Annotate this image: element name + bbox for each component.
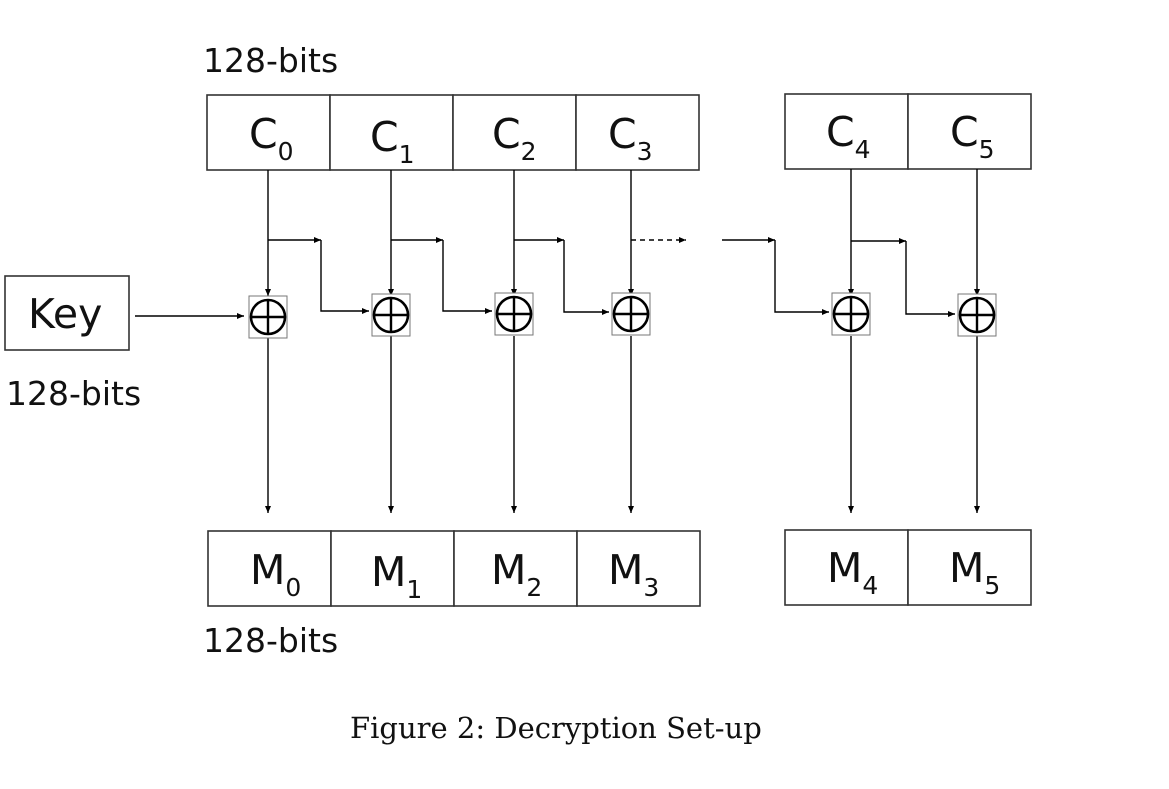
chain-wire-1-2-drop — [442, 240, 492, 314]
xor-icon — [494, 292, 534, 336]
ciphertext-block-5: C5 — [907, 93, 1032, 170]
key-label: Key — [28, 290, 102, 338]
svg-text:C2: C2 — [492, 110, 537, 166]
plaintext-block-2: M2 — [453, 530, 578, 607]
ciphertext-letter: C — [608, 110, 637, 158]
plaintext-subscript: 4 — [862, 571, 878, 600]
svg-text:M2: M2 — [491, 546, 542, 602]
plaintext-letter: M — [250, 546, 285, 594]
plaintext-subscript: 2 — [526, 573, 542, 602]
ciphertext-block-2: C2 — [452, 94, 577, 171]
plaintext-letter: M — [491, 546, 526, 594]
chain-wires — [268, 237, 955, 317]
key-box: Key — [4, 275, 130, 351]
chain-wire-4-5-drop — [905, 241, 955, 317]
plaintext-block-4: M4 — [784, 529, 909, 606]
plaintext-letter: M — [827, 544, 862, 592]
plaintext-letter: M — [371, 548, 406, 596]
plaintext-letter: M — [949, 544, 984, 592]
ciphertext-block-0: C0 — [206, 94, 331, 171]
top-bits-label: 128-bits — [203, 41, 338, 80]
svg-text:C5: C5 — [950, 108, 995, 164]
chain-wire-2-3-drop — [563, 240, 609, 315]
svg-text:M4: M4 — [827, 544, 878, 600]
output-wires — [265, 336, 980, 513]
ciphertext-block-4: C4 — [784, 93, 909, 170]
ciphertext-wires — [265, 169, 980, 296]
plaintext-block-0: M0 — [207, 530, 332, 607]
plaintext-subscript: 0 — [285, 573, 301, 602]
plaintext-subscript: 1 — [406, 575, 422, 604]
svg-text:C4: C4 — [826, 108, 871, 164]
ciphertext-block-3: C3 — [575, 94, 700, 171]
svg-text:M3: M3 — [608, 546, 659, 602]
figure-caption: Figure 2: Decryption Set-up — [350, 711, 762, 745]
svg-text:C0: C0 — [249, 110, 294, 166]
plaintext-letter: M — [608, 546, 643, 594]
xor-icon — [611, 292, 651, 336]
ciphertext-subscript: 4 — [855, 135, 871, 164]
ciphertext-letter: C — [370, 113, 399, 161]
svg-text:C3: C3 — [608, 110, 653, 166]
xor-operators — [248, 292, 997, 339]
key-bits-label: 128-bits — [6, 374, 141, 413]
ciphertext-block-1: C1 — [329, 94, 454, 171]
ciphertext-subscript: 0 — [278, 137, 294, 166]
ciphertext-subscript: 1 — [399, 140, 415, 169]
xor-icon — [831, 292, 871, 336]
ciphertext-letter: C — [249, 110, 278, 158]
xor-icon — [957, 293, 997, 337]
ciphertext-blocks: C0 C1 C2 C3 C4 C5 — [206, 93, 1032, 171]
svg-text:M0: M0 — [250, 546, 301, 602]
svg-text:M1: M1 — [371, 548, 422, 604]
xor-icon — [371, 293, 411, 337]
plaintext-block-3: M3 — [576, 530, 701, 607]
svg-text:M5: M5 — [949, 544, 1000, 600]
svg-text:C1: C1 — [370, 113, 415, 169]
plaintext-block-1: M1 — [330, 530, 455, 607]
chain-wire-x-4-drop — [774, 240, 829, 315]
ciphertext-letter: C — [826, 108, 855, 156]
ciphertext-subscript: 3 — [637, 137, 653, 166]
bottom-bits-label: 128-bits — [203, 621, 338, 660]
ciphertext-letter: C — [492, 110, 521, 158]
ciphertext-subscript: 5 — [979, 135, 995, 164]
plaintext-blocks: M0 M1 M2 M3 M4 M5 — [207, 529, 1032, 607]
chain-wire-0-1-drop — [320, 240, 369, 314]
plaintext-block-5: M5 — [907, 529, 1032, 606]
plaintext-subscript: 5 — [984, 571, 1000, 600]
plaintext-subscript: 3 — [643, 573, 659, 602]
xor-icon — [248, 295, 288, 339]
ciphertext-letter: C — [950, 108, 979, 156]
ciphertext-subscript: 2 — [521, 137, 537, 166]
